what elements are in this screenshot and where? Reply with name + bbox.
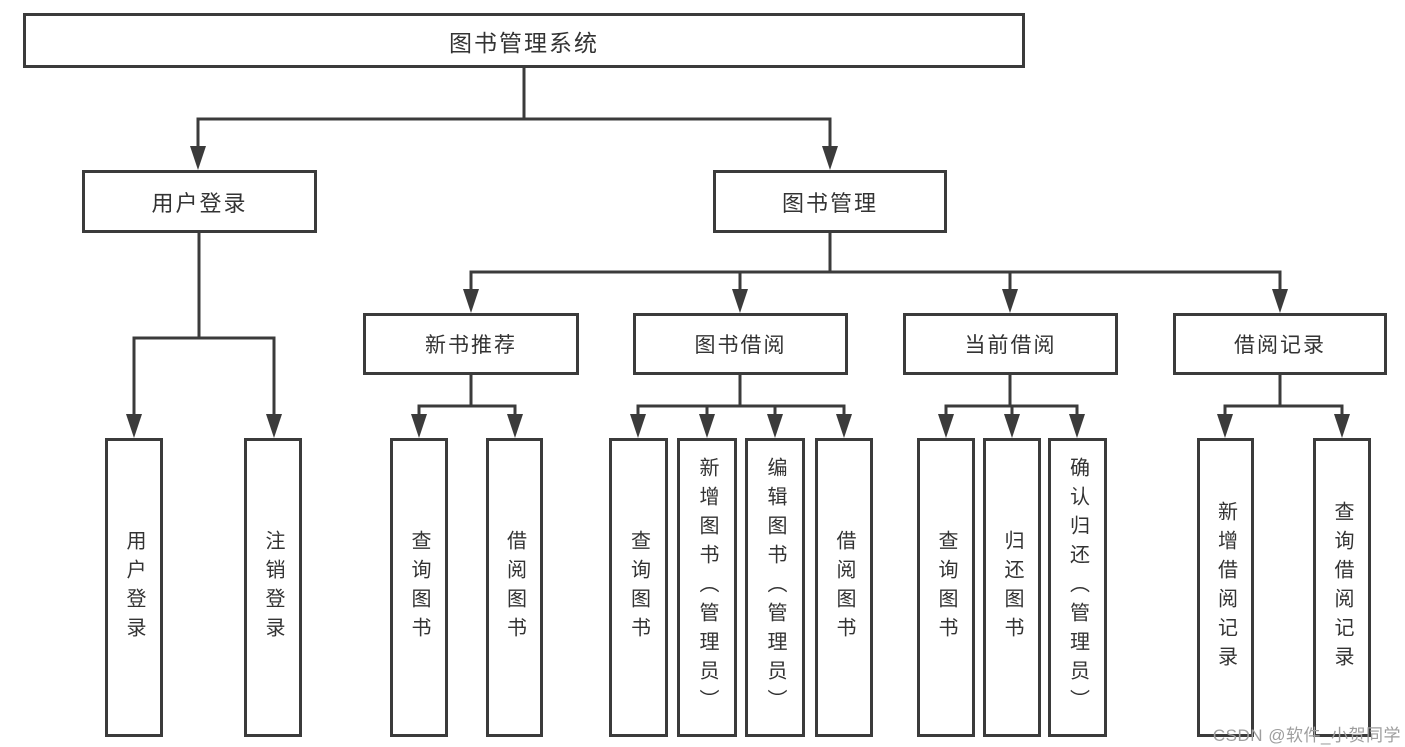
connector-arrowhead bbox=[1002, 289, 1018, 313]
leaf-logout: 注销登录 bbox=[244, 438, 302, 737]
leaf-borrowing-add-books-admin: 新增图书（管理员） bbox=[677, 438, 737, 737]
leaf-borrowing-query-books: 查询图书 bbox=[609, 438, 668, 737]
connector-arrowhead bbox=[836, 414, 852, 438]
connector-arrowhead bbox=[732, 289, 748, 313]
node-book-management: 图书管理 bbox=[713, 170, 947, 233]
connector-arrowhead bbox=[630, 414, 646, 438]
node-book-borrowing: 图书借阅 bbox=[633, 313, 848, 375]
connector-arrowhead bbox=[463, 289, 479, 313]
node-library-management-system: 图书管理系统 bbox=[23, 13, 1025, 68]
connector-arrowhead bbox=[1004, 414, 1020, 438]
leaf-current-confirm-return-admin: 确认归还（管理员） bbox=[1048, 438, 1107, 737]
leaf-current-query-books: 查询图书 bbox=[917, 438, 975, 737]
leaf-current-return-books: 归还图书 bbox=[983, 438, 1041, 737]
connector-arrowhead bbox=[507, 414, 523, 438]
connector-arrowhead bbox=[190, 146, 206, 170]
watermark: CSDN @软件_小贺同学 bbox=[1212, 726, 1401, 745]
leaf-borrowing-borrow-books: 借阅图书 bbox=[815, 438, 873, 737]
connector-arrowhead bbox=[266, 414, 282, 438]
connector-arrowhead bbox=[1069, 414, 1085, 438]
node-borrowing-records: 借阅记录 bbox=[1173, 313, 1387, 375]
leaf-borrowing-edit-books-admin: 编辑图书（管理员） bbox=[745, 438, 805, 737]
connector-arrowhead bbox=[126, 414, 142, 438]
connector-arrowhead bbox=[938, 414, 954, 438]
leaf-user-login: 用户登录 bbox=[105, 438, 163, 737]
connector-arrowhead bbox=[767, 414, 783, 438]
node-new-book-recommend: 新书推荐 bbox=[363, 313, 579, 375]
connector-arrowhead bbox=[1334, 414, 1350, 438]
connector-arrowhead bbox=[1217, 414, 1233, 438]
connector-arrowhead bbox=[699, 414, 715, 438]
connector-arrowhead bbox=[411, 414, 427, 438]
leaf-recommend-query-books: 查询图书 bbox=[390, 438, 448, 737]
connector-arrowhead bbox=[822, 146, 838, 170]
leaf-records-query-borrow-record: 查询借阅记录 bbox=[1313, 438, 1371, 737]
node-user-login: 用户登录 bbox=[82, 170, 317, 233]
connector-arrowhead bbox=[1272, 289, 1288, 313]
leaf-records-add-borrow-record: 新增借阅记录 bbox=[1197, 438, 1254, 737]
node-current-borrowing: 当前借阅 bbox=[903, 313, 1118, 375]
leaf-recommend-borrow-books: 借阅图书 bbox=[486, 438, 543, 737]
